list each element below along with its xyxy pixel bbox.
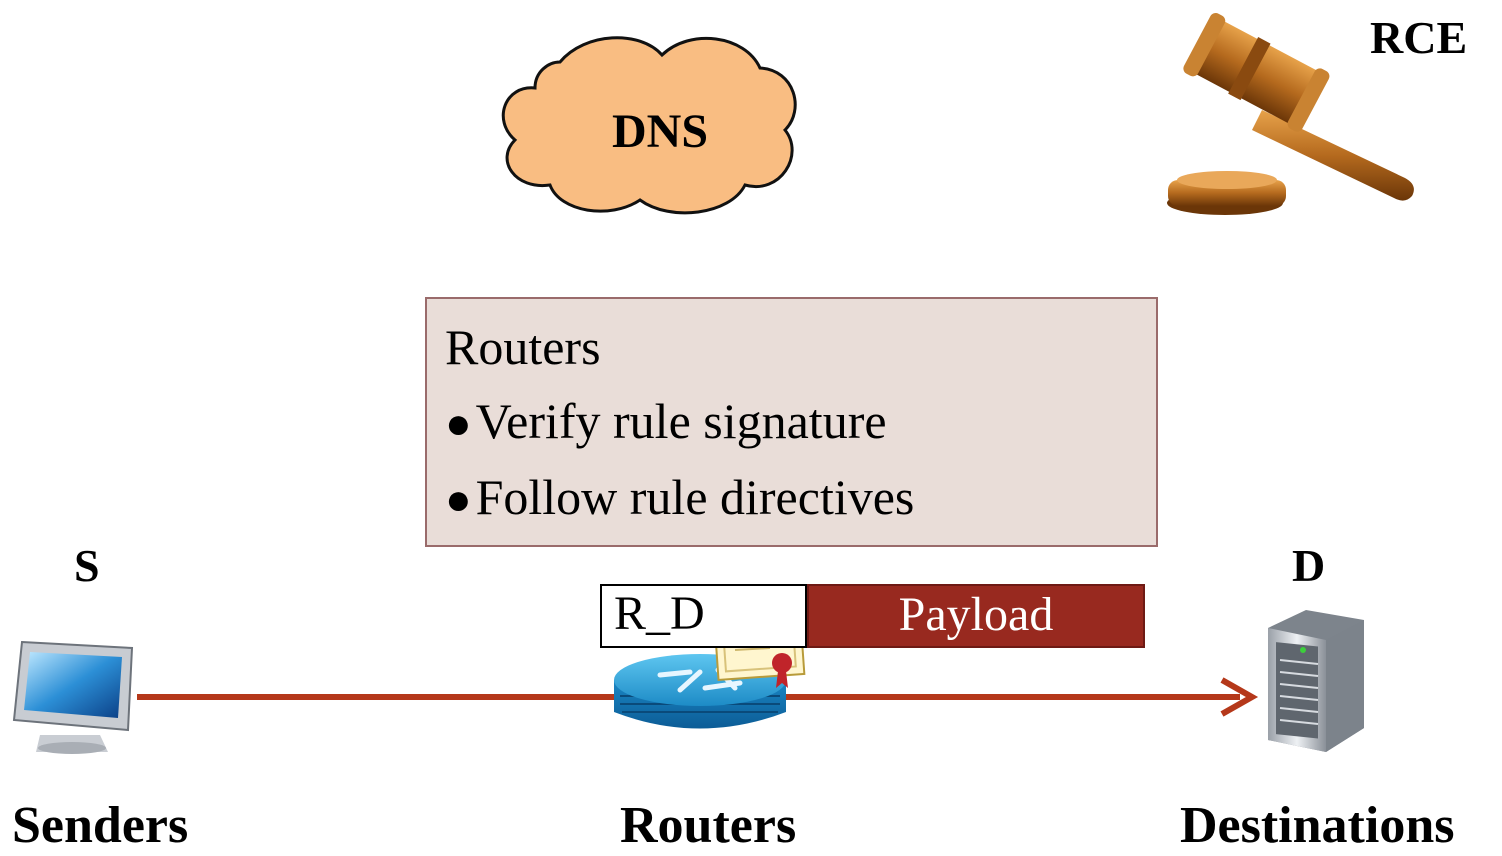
gavel-icon bbox=[1167, 12, 1414, 215]
routers-label: Routers bbox=[620, 797, 797, 854]
bullet-icon: ● bbox=[445, 399, 472, 448]
server-icon bbox=[1268, 610, 1364, 752]
info-box-title: Routers bbox=[445, 319, 601, 375]
router-info-box: Routers ●Verify rule signature ●Follow r… bbox=[425, 297, 1158, 547]
router-icon bbox=[614, 654, 786, 729]
monitor-icon bbox=[12, 640, 134, 754]
packet-payload: Payload bbox=[807, 584, 1145, 648]
sender-letter: S bbox=[74, 540, 100, 591]
cloud-icon bbox=[501, 36, 797, 215]
bullet-icon: ● bbox=[445, 475, 472, 524]
dns-label: DNS bbox=[611, 105, 709, 158]
info-bullet: ●Follow rule directives bbox=[445, 467, 914, 530]
packet-header: R_D bbox=[600, 584, 807, 648]
info-bullet-text: Follow rule directives bbox=[475, 469, 915, 525]
senders-label: Senders bbox=[12, 797, 189, 854]
info-bullet-text: Verify rule signature bbox=[475, 393, 887, 449]
info-bullet: ●Verify rule signature bbox=[445, 391, 887, 454]
rce-label: RCE bbox=[1370, 12, 1468, 63]
destinations-label: Destinations bbox=[1180, 797, 1455, 854]
destination-letter: D bbox=[1292, 540, 1326, 591]
